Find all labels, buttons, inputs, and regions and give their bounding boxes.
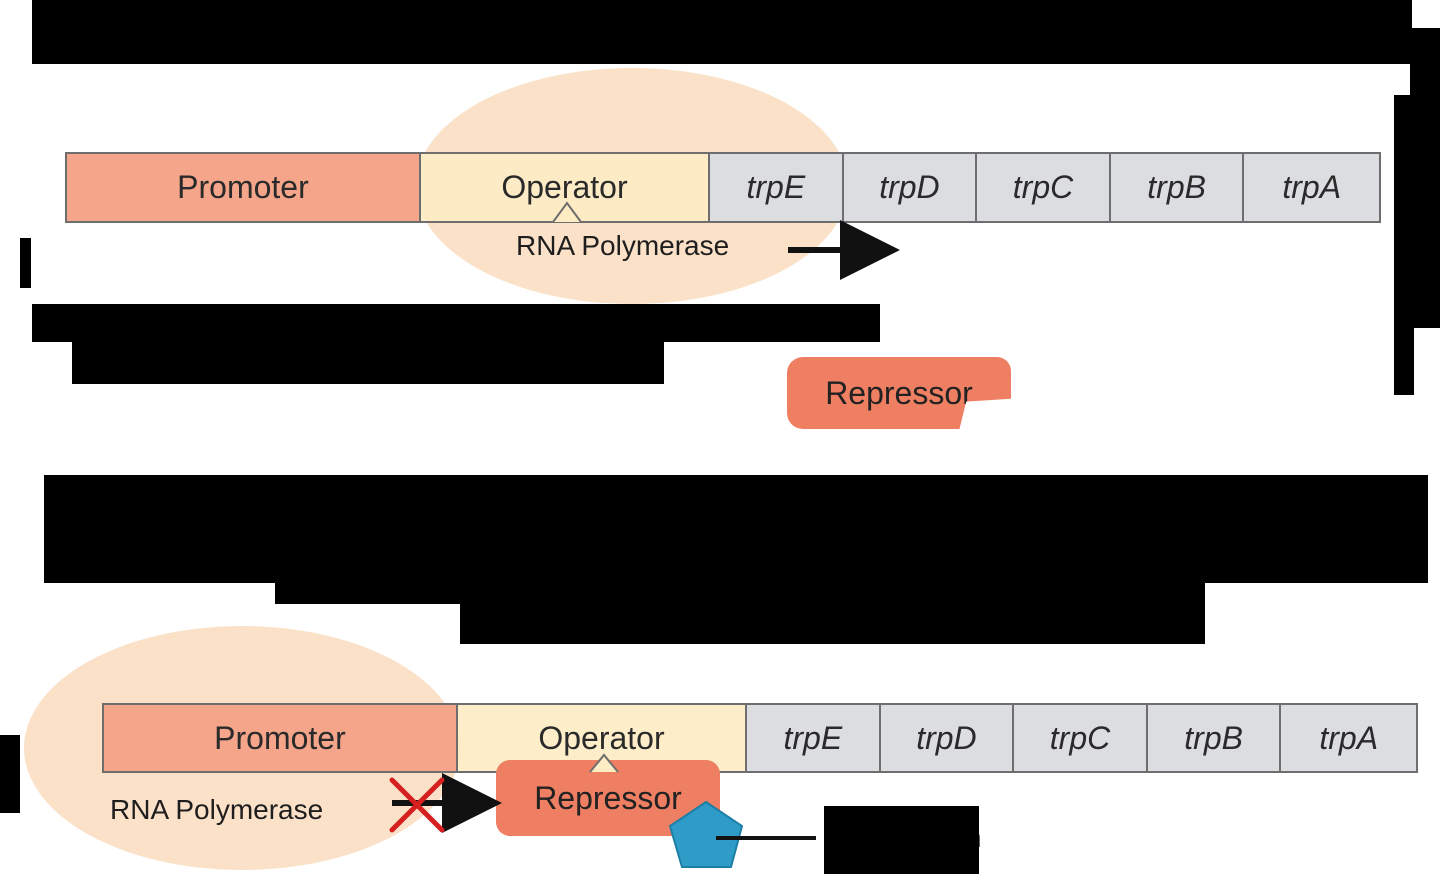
- gene-trpA: trpA: [1281, 705, 1416, 771]
- gene-trpD: trpD: [843, 154, 978, 221]
- redacted-caption-line-2: [72, 338, 664, 384]
- operon-strip-top: Promoter Operator trpE trpD trpC trpB tr…: [65, 152, 1381, 223]
- redacted-middle-block-3: [460, 600, 1205, 644]
- redacted-right-edge-bar: [1394, 95, 1414, 395]
- gene-trpB: trpB: [1110, 154, 1245, 221]
- rna-polymerase-label-top: RNA Polymerase: [516, 230, 730, 261]
- gene-trpC: trpC: [1014, 705, 1148, 771]
- gene-trpC: trpC: [977, 154, 1111, 221]
- gene-trpE: trpE: [747, 705, 881, 771]
- redacted-header-bar: [32, 0, 1412, 64]
- promoter-segment: Promoter: [67, 154, 421, 221]
- redacted-left-tick-bottom: [0, 735, 20, 813]
- gene-trpE: trpE: [710, 154, 844, 221]
- gene-trpA: trpA: [1244, 154, 1379, 221]
- gene-trpB: trpB: [1147, 705, 1282, 771]
- blocked-x-icon: [389, 777, 445, 833]
- gene-trpD: trpD: [880, 705, 1015, 771]
- operator-notch-bottom: [589, 753, 619, 773]
- redacted-right-edge-top: [1410, 28, 1440, 328]
- redacted-left-tick: [20, 238, 31, 288]
- redacted-middle-block: [44, 475, 1428, 583]
- repressor-bound: Repressor: [496, 760, 720, 836]
- tryptophan-corepressor-icon: [668, 800, 744, 868]
- promoter-segment: Promoter: [104, 705, 458, 771]
- rna-polymerase-label-bottom: RNA Polymerase: [110, 794, 324, 825]
- redacted-corepressor-label: [824, 806, 979, 874]
- redacted-caption-line-1: [32, 304, 880, 342]
- operator-notch-top: [552, 201, 582, 223]
